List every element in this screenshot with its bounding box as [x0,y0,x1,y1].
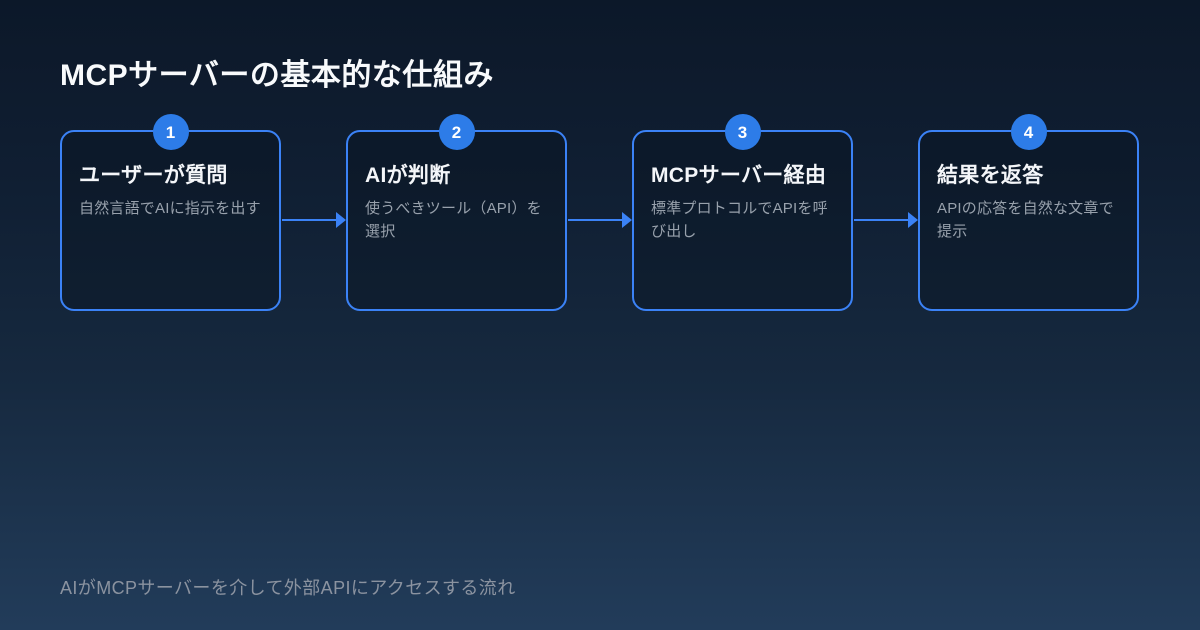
step-number-badge: 1 [152,114,189,150]
step-number-badge: 2 [438,114,475,150]
step-number-badge: 3 [724,114,761,150]
arrow-right-icon [567,212,632,228]
step-description: 自然言語でAIに指示を出す [79,200,261,218]
step-description: APIの応答を自然な文章で提示 [937,200,1114,240]
page-title: MCPサーバーの基本的な仕組み [60,59,494,92]
step-card-2: 2 AIが判断 使うべきツール（API）を選択 [346,114,567,311]
step-description: 使うべきツール（API）を選択 [365,200,542,240]
arrow-head-icon [622,212,632,228]
step-title: ユーザーが質問 [79,164,228,187]
step-description: 標準プロトコルでAPIを呼び出し [651,200,828,240]
step-card-3: 3 MCPサーバー経由 標準プロトコルでAPIを呼び出し [632,114,853,311]
arrow-right-icon [281,212,346,228]
footer-caption: AIがMCPサーバーを介して外部APIにアクセスする流れ [60,578,516,598]
arrow-line [282,219,338,221]
arrow-right-icon [853,212,918,228]
arrow-head-icon [336,212,346,228]
step-card-1: 1 ユーザーが質問 自然言語でAIに指示を出す [60,114,281,311]
step-number-badge: 4 [1010,114,1047,150]
arrow-head-icon [908,212,918,228]
step-title: AIが判断 [365,164,451,187]
flow-diagram: 1 ユーザーが質問 自然言語でAIに指示を出す 2 AIが判断 使うべきツール（… [60,114,1140,311]
arrow-line [568,219,624,221]
step-card-4: 4 結果を返答 APIの応答を自然な文章で提示 [918,114,1139,311]
step-title: 結果を返答 [937,164,1044,187]
arrow-line [854,219,910,221]
step-title: MCPサーバー経由 [651,164,827,187]
